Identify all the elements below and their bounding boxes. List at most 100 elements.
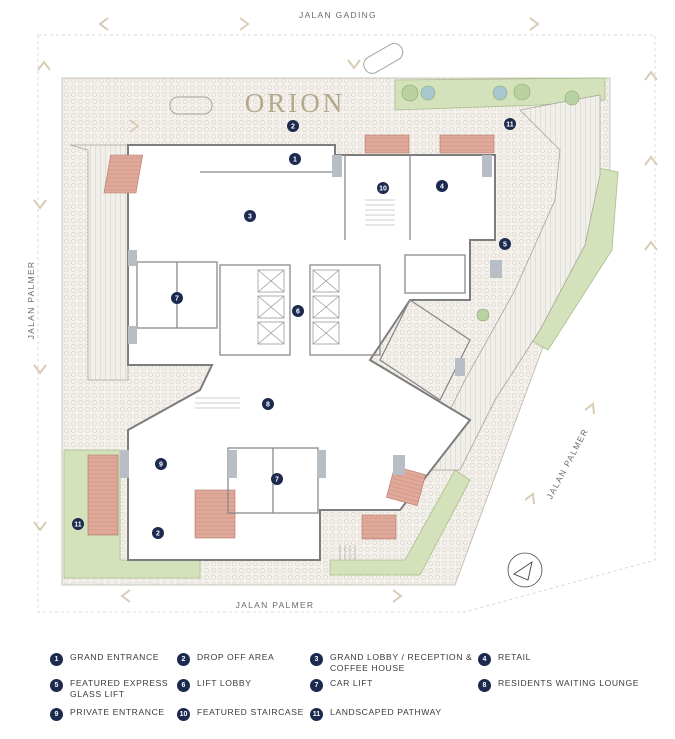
plan-marker-number: 2 [291,124,295,131]
parked-car [363,42,404,74]
plan-marker: 7 [271,473,283,485]
plan-marker-number: 6 [296,309,300,316]
plan-marker: 8 [262,398,274,410]
ramp-left [69,144,129,381]
legend-number-badge: 7 [310,679,323,692]
legend-number-badge: 3 [310,653,323,666]
legend-label: LIFT LOBBY [197,678,252,688]
north-arrow-icon [507,552,543,588]
plan-marker-number: 10 [379,186,387,193]
parked-car [169,96,213,115]
lift-cores [257,269,340,345]
plan-marker: 2 [152,527,164,539]
brick-planter [103,154,144,194]
plan-marker-dot [377,182,389,194]
street-label-bottom: JALAN PALMER [236,600,315,610]
site-boundary [37,34,656,613]
plan-marker-dot [292,305,304,317]
plan-marker: 11 [72,518,84,530]
plan-marker: 6 [292,305,304,317]
brand-logo: ORION [245,88,346,118]
legend-label: FEATURED STAIRCASE [197,707,304,717]
legend-item: 1 GRAND ENTRANCE [50,652,159,666]
plan-marker-dot [289,153,301,165]
legend-label: RESIDENTS WAITING LOUNGE [498,678,640,688]
legend-number-badge: 9 [50,708,63,721]
marker-group: 1 2 3 4 10 5 6 7 7 8 9 2 11 11 [72,118,516,539]
legend-label: DROP OFF AREA [197,652,275,662]
legend-item: 2 DROP OFF AREA [177,652,274,666]
plan-marker-number: 8 [266,402,270,409]
legend-item: 9 PRIVATE ENTRANCE [50,707,165,721]
plan-marker-number: 11 [74,522,82,529]
plan-marker-dot [155,458,167,470]
legend-number-badge: 6 [177,679,190,692]
plan-marker-number: 5 [503,242,507,249]
plan-marker: 3 [244,210,256,222]
brick-planter [87,454,119,536]
plan-marker: 5 [499,238,511,250]
plan-marker: 11 [504,118,516,130]
brick-planter [364,134,410,154]
plan-marker-dot [72,518,84,530]
plan-marker: 1 [289,153,301,165]
plan-marker-dot [244,210,256,222]
legend-label: RETAIL [498,652,532,662]
plan-marker-number: 4 [440,184,444,191]
plan-marker-dot [262,398,274,410]
legend-label: PRIVATE ENTRANCE [70,707,165,717]
brick-planter [439,134,495,154]
structural-columns [120,155,502,478]
plan-marker-dot [504,118,516,130]
plan-marker-dot [171,292,183,304]
plan-marker-dot [287,120,299,132]
legend-item: 5 FEATURED EXPRESS GLASS LIFT [50,678,170,700]
plan-marker: 9 [155,458,167,470]
legend-number-badge: 11 [310,708,323,721]
street-label-right: JALAN PALMER [544,426,590,500]
legend-number-badge: 2 [177,653,190,666]
plan-marker: 2 [287,120,299,132]
traffic-arrows [33,17,658,603]
plan-marker-number: 9 [159,462,163,469]
legend-label: GRAND LOBBY / RECEPTION & COFFEE HOUSE [330,652,473,673]
plan-marker-dot [499,238,511,250]
legend-item: 8 RESIDENTS WAITING LOUNGE [478,678,639,692]
plan-marker-number: 1 [293,157,297,164]
legend-item: 6 LIFT LOBBY [177,678,252,692]
plan-marker: 10 [377,182,389,194]
street-label-top: JALAN GADING [299,10,377,20]
trees [401,83,580,322]
staircase [195,199,395,560]
brick-planter [386,466,426,506]
plan-marker-dot [271,473,283,485]
ramp-right [419,94,601,471]
legend-number-badge: 5 [50,679,63,692]
legend-item: 10 FEATURED STAIRCASE [177,707,304,721]
legend-number-badge: 1 [50,653,63,666]
plan-marker-number: 7 [175,296,179,303]
plan-marker-dot [152,527,164,539]
legend-label: LANDSCAPED PATHWAY [330,707,442,717]
legend-item: 11 LANDSCAPED PATHWAY [310,707,442,721]
plan-marker-dot [436,180,448,192]
legend-label: GRAND ENTRANCE [70,652,160,662]
legend-item: 3 GRAND LOBBY / RECEPTION & COFFEE HOUSE [310,652,480,674]
legend-number-badge: 4 [478,653,491,666]
brick-planter [194,489,236,539]
plan-marker-number: 3 [248,214,252,221]
plan-marker-number: 11 [506,122,514,129]
street-label-left: JALAN PALMER [26,261,36,340]
floor-plan: JALAN GADING JALAN PALMER JALAN PALMER J… [26,10,658,613]
legend-label: FEATURED EXPRESS GLASS LIFT [70,678,169,699]
legend-number-badge: 10 [177,708,190,721]
legend: 1 GRAND ENTRANCE 2 DROP OFF AREA 3 GRAND LOBB… [0,640,675,730]
plan-marker: 4 [436,180,448,192]
landscape-bottom-right [329,469,471,576]
plan-marker-number: 2 [156,531,160,538]
legend-number-badge: 8 [478,679,491,692]
brick-planter [361,514,397,540]
legend-item: 4 RETAIL [478,652,531,666]
plan-marker-number: 7 [275,477,279,484]
plan-marker: 7 [171,292,183,304]
